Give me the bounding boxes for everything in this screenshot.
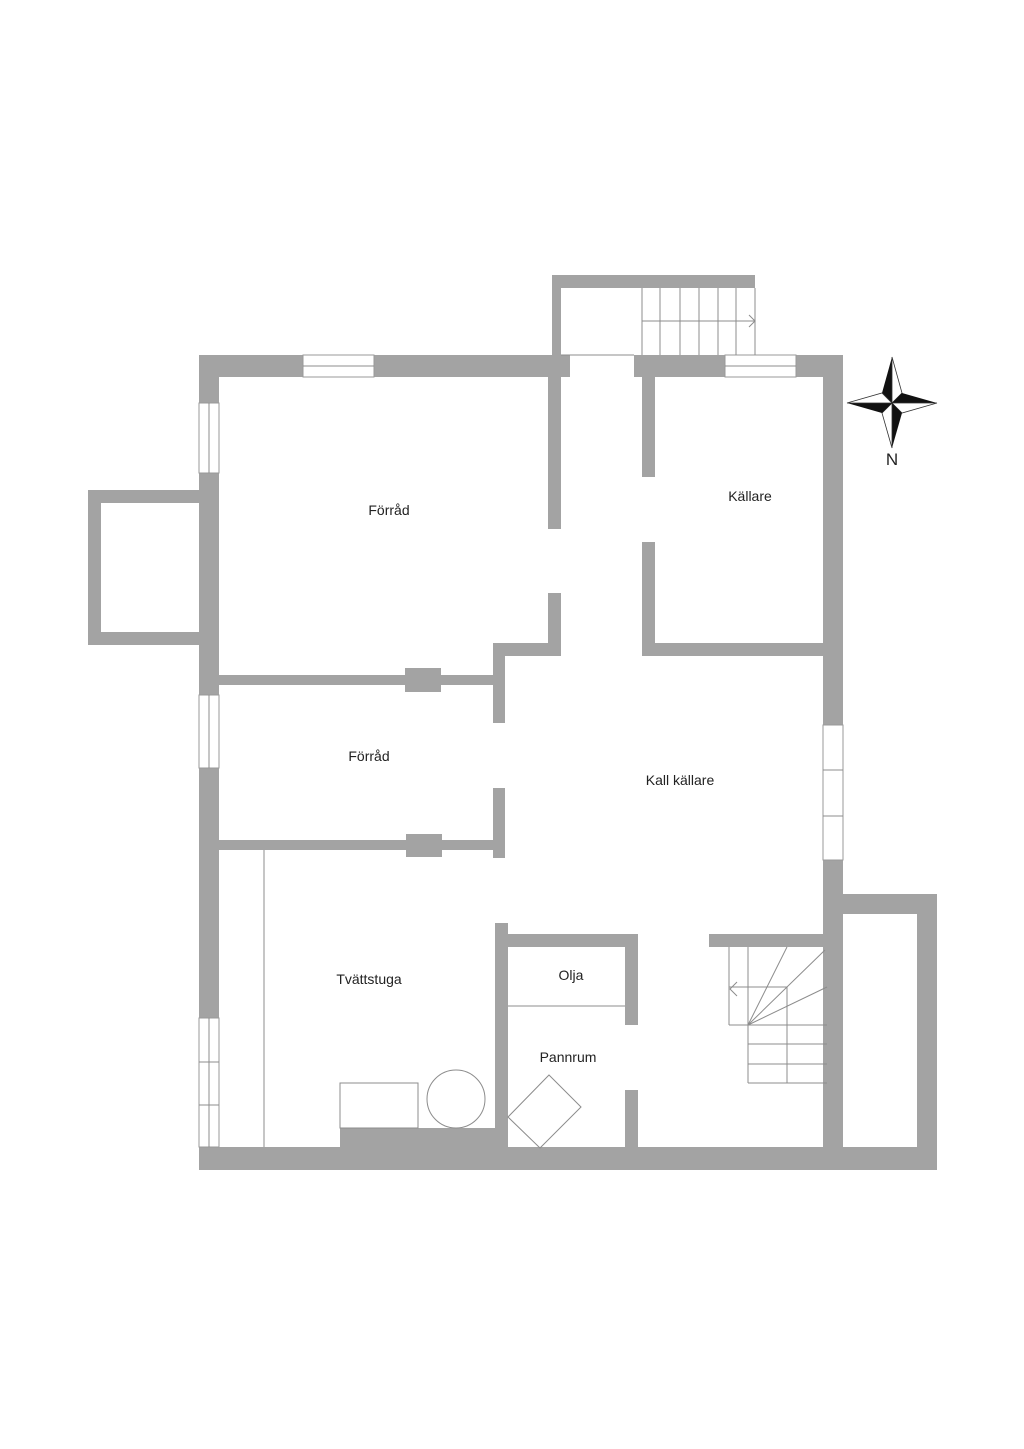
wall	[88, 632, 199, 645]
wall	[199, 768, 219, 1018]
wall	[495, 923, 508, 1148]
boiler	[507, 1074, 582, 1149]
wall	[917, 894, 937, 1170]
room-label-forrad-1: Förråd	[368, 502, 409, 518]
wall	[552, 275, 561, 377]
room-label-pannrum: Pannrum	[540, 1049, 597, 1065]
wall	[548, 593, 561, 656]
wall	[552, 275, 755, 288]
wall	[823, 860, 843, 1170]
wall	[642, 542, 655, 656]
wall	[493, 643, 505, 723]
arrow-icon	[729, 981, 738, 997]
fixtures	[263, 850, 625, 1149]
wall	[88, 490, 199, 503]
room-label-tvattstuga: Tvättstuga	[336, 971, 402, 987]
arrow-icon	[748, 314, 756, 328]
compass-north-label: N	[886, 450, 898, 469]
column	[405, 668, 441, 692]
room-label-kall-kallare: Kall källare	[646, 772, 715, 788]
wall	[199, 355, 303, 377]
wall	[88, 490, 101, 645]
wall	[218, 675, 495, 685]
wall	[709, 934, 827, 947]
wall	[642, 643, 823, 656]
windows	[198, 354, 844, 1148]
counter-wall	[340, 1128, 508, 1148]
wall	[493, 788, 505, 858]
wall	[625, 934, 638, 1025]
wall	[548, 377, 561, 529]
window	[822, 724, 844, 861]
walls	[88, 275, 937, 1170]
wall	[823, 355, 843, 725]
wall	[199, 1147, 937, 1170]
room-labels: Förråd Källare Förråd Kall källare Tvätt…	[336, 488, 772, 1065]
room-label-forrad-2: Förråd	[348, 748, 389, 764]
wall	[199, 355, 219, 403]
wall	[199, 473, 219, 695]
room-label-olja: Olja	[559, 967, 584, 983]
column	[406, 834, 442, 857]
room-label-kallare: Källare	[728, 488, 772, 504]
wall	[634, 355, 725, 377]
wall	[642, 377, 655, 477]
wall	[625, 1090, 638, 1148]
entrance-stairs	[641, 288, 756, 355]
wall	[495, 934, 638, 947]
interior-stairs	[728, 946, 828, 1084]
compass-rose-icon: N	[846, 356, 938, 469]
dryer	[426, 1069, 486, 1129]
wall	[493, 643, 561, 656]
washer	[339, 1082, 419, 1129]
wall	[374, 355, 570, 377]
wall	[218, 840, 495, 850]
wall	[823, 894, 937, 914]
